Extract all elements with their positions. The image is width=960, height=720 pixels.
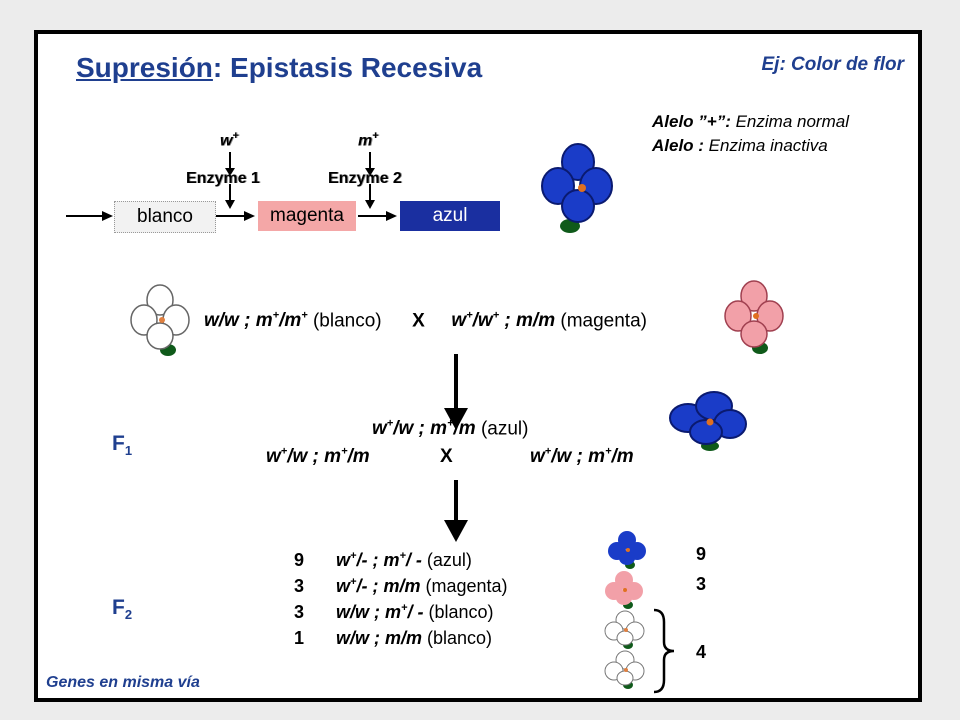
f2-white-flower-icon-2 bbox=[604, 650, 645, 689]
ratio-3: 3 bbox=[696, 574, 707, 594]
title-underlined: Supresión bbox=[76, 52, 213, 83]
step-magenta: magenta bbox=[258, 201, 356, 231]
blue-flower-icon bbox=[541, 143, 613, 233]
gene-m-label: m+ bbox=[358, 130, 379, 150]
brace bbox=[653, 608, 675, 694]
example-label: Ej: Color de flor bbox=[761, 54, 905, 75]
pathway-arrows bbox=[66, 152, 397, 221]
parent-right-genotype: w+/w+ ; m/m bbox=[451, 310, 556, 332]
f1-cross-left: w+/w ; m+/m bbox=[266, 446, 370, 468]
enzyme2-label: Enzyme 2 bbox=[328, 170, 402, 187]
parent-cross-line: w/w ; m+/m+ (blanco) X w+/w+ ; m/m (mage… bbox=[204, 310, 647, 332]
down-arrow-2 bbox=[444, 480, 468, 542]
down-arrow-1 bbox=[444, 354, 468, 430]
parent-right-phenotype: (magenta) bbox=[555, 310, 647, 332]
ratio-4: 4 bbox=[696, 642, 707, 662]
pink-flower-icon bbox=[724, 280, 784, 354]
title-rest: : Epistasis Recesiva bbox=[212, 52, 483, 83]
allele-inactive: Alelo : Enzima inactiva bbox=[652, 136, 828, 156]
f1-label: F1 bbox=[112, 432, 133, 459]
enzyme1-label: Enzyme 1 bbox=[186, 170, 260, 187]
allele-normal-label: Alelo ”+”: bbox=[652, 112, 731, 131]
parent-cross-symbol: X bbox=[412, 310, 425, 332]
f2-label: F2 bbox=[112, 596, 133, 623]
f2-white-flower-icon-1 bbox=[604, 610, 645, 649]
f1-blue-flower-icon bbox=[669, 391, 747, 451]
allele-inactive-label: Alelo : bbox=[652, 136, 704, 155]
parent-left-phenotype: (blanco) bbox=[307, 310, 382, 332]
allele-normal-value: Enzima normal bbox=[730, 112, 849, 131]
footer-note: Genes en misma vía bbox=[46, 674, 200, 691]
gene-w-label: w+ bbox=[220, 130, 239, 150]
slide: Supresión: Epistasis Recesiva Ej: Color … bbox=[34, 30, 922, 702]
slide-title: Supresión: Epistasis Recesiva bbox=[76, 52, 482, 84]
f1-genotype: w+/w ; m+/m (azul) bbox=[372, 418, 529, 440]
f1-cross-symbol: X bbox=[440, 446, 453, 467]
allele-normal: Alelo ”+”: Enzima normal bbox=[652, 112, 849, 132]
white-flower-icon bbox=[130, 284, 190, 356]
step-blanco: blanco bbox=[114, 201, 216, 233]
step-azul: azul bbox=[400, 201, 500, 231]
f1-cross-right: w+/w ; m+/m bbox=[530, 446, 634, 468]
f2-pink-flower-icon bbox=[605, 571, 643, 609]
allele-inactive-value: Enzima inactiva bbox=[703, 136, 828, 155]
parent-left-genotype: w/w ; m+/m+ bbox=[204, 310, 308, 332]
f2-blue-flower-icon bbox=[608, 531, 646, 569]
ratio-9: 9 bbox=[696, 544, 707, 564]
